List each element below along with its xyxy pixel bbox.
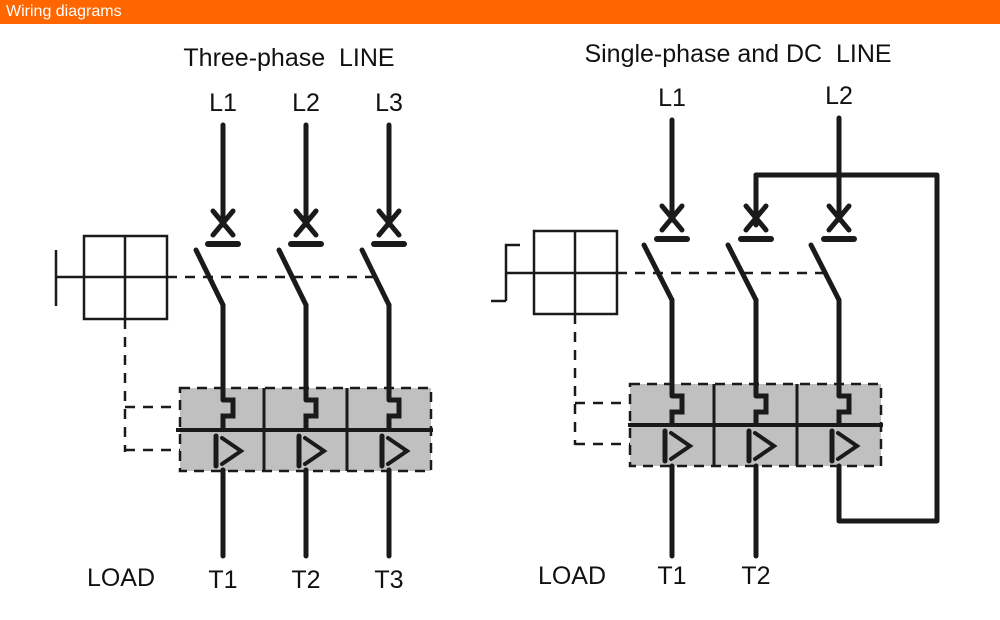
pole-3 bbox=[359, 122, 411, 559]
single-phase-title: Single-phase and DC LINE bbox=[584, 40, 891, 68]
line-label-l3: L3 bbox=[375, 89, 403, 117]
line-label-l1: L1 bbox=[658, 84, 686, 112]
terminal-label-t1: T1 bbox=[208, 566, 237, 594]
pole-1 bbox=[193, 122, 245, 559]
pole-2 bbox=[725, 172, 778, 559]
three-phase-diagram: Three-phase LINE L1 L2 L3 bbox=[54, 44, 433, 594]
line-label-l2: L2 bbox=[292, 89, 320, 117]
line-label-l1: L1 bbox=[209, 89, 237, 117]
terminal-label-t1: T1 bbox=[657, 562, 686, 590]
terminal-label-t3: T3 bbox=[374, 566, 403, 594]
pole-3 bbox=[808, 115, 861, 464]
section-header: Wiring diagrams bbox=[0, 0, 1000, 24]
terminal-label-t2: T2 bbox=[291, 566, 320, 594]
three-phase-title: Three-phase LINE bbox=[183, 44, 394, 72]
terminal-label-t2: T2 bbox=[741, 562, 770, 590]
load-label: LOAD bbox=[87, 564, 155, 592]
load-label: LOAD bbox=[538, 562, 606, 590]
pole-2 bbox=[276, 122, 328, 559]
line-label-l2: L2 bbox=[825, 82, 853, 110]
operator-handle bbox=[54, 234, 376, 452]
operator-handle bbox=[491, 229, 826, 446]
pole-1 bbox=[641, 117, 694, 559]
single-phase-dc-diagram: Single-phase and DC LINE L1 L2 bbox=[491, 40, 940, 590]
